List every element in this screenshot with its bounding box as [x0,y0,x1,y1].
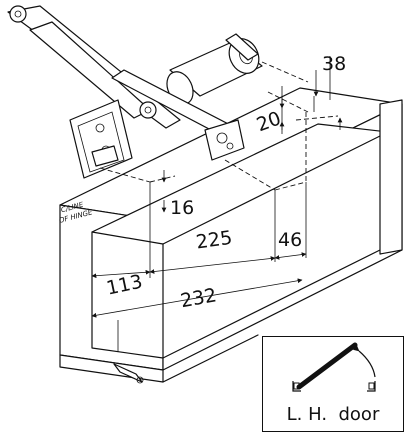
dim-16: 16 [170,197,194,219]
closer-body [166,33,263,105]
dim-46: 46 [278,229,302,251]
dim-38: 38 [322,53,346,75]
door-swing-arrow-icon [292,342,376,392]
hinge-bracket-icon [113,363,144,384]
door-handing-inset: L. H. door [262,336,404,432]
door-handing-label: L. H. door [286,404,380,425]
dim-225: 225 [195,227,234,254]
closer-arm [7,5,245,179]
dimension-lines [91,70,343,318]
